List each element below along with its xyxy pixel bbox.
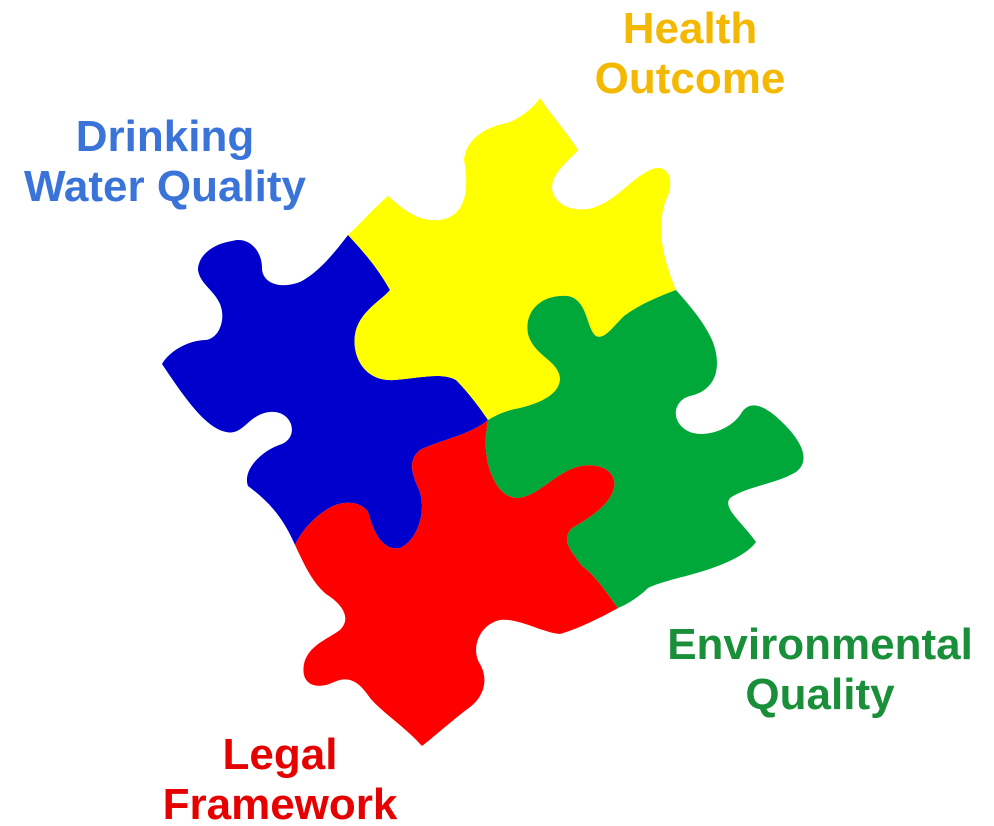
label-drinking-water-quality: Drinking Water Quality — [0, 112, 330, 212]
label-legal-line2: Framework — [162, 780, 398, 826]
puzzle-piece-blue — [162, 235, 488, 549]
label-environmental-line2: Quality — [745, 670, 895, 719]
label-environmental-quality: Environmental Quality — [650, 620, 990, 720]
label-legal-line1: Legal — [222, 730, 338, 779]
label-health-line2: Outcome — [594, 54, 786, 103]
label-health-outcome: Health Outcome — [585, 4, 795, 104]
puzzle-piece-red — [295, 420, 618, 746]
label-drinking-line1: Drinking — [75, 112, 255, 161]
puzzle-piece-green — [485, 290, 804, 608]
label-health-line1: Health — [622, 4, 758, 53]
label-legal-framework: Legal Framework — [155, 730, 405, 826]
puzzle-piece-yellow — [348, 98, 676, 420]
label-environmental-line1: Environmental — [667, 620, 973, 669]
label-drinking-line2: Water Quality — [24, 162, 306, 211]
